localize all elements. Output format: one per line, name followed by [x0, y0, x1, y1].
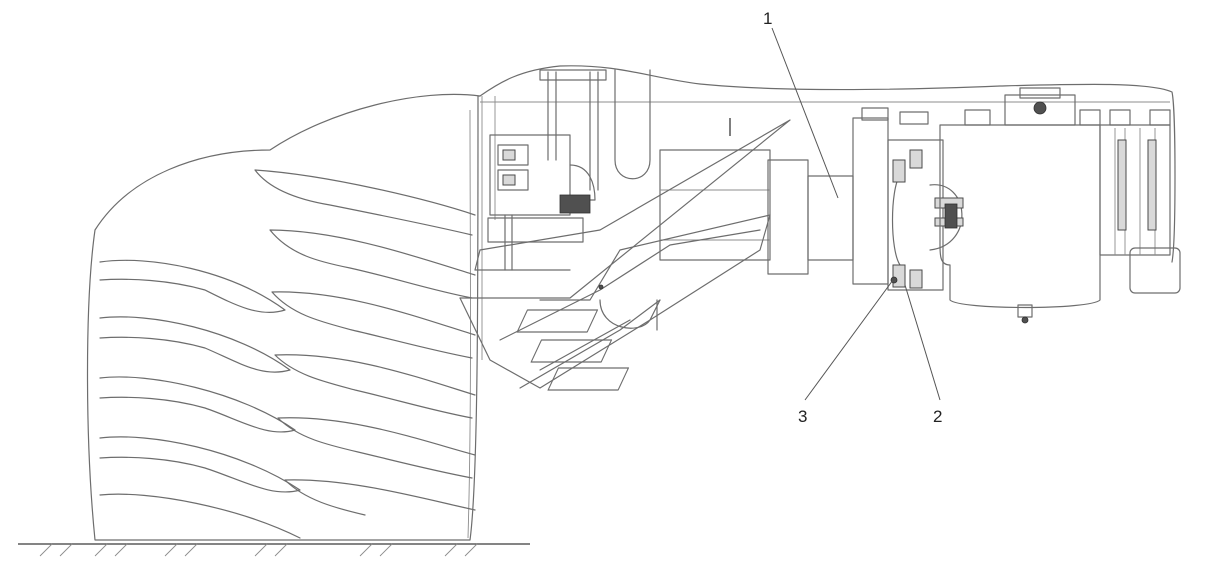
callout-1: 1 — [763, 9, 772, 28]
drive-coupling — [767, 107, 964, 291]
callout-2: 2 — [933, 407, 942, 426]
callout-3: 3 — [798, 407, 807, 426]
leader-lines — [771, 27, 941, 401]
control-block — [487, 69, 771, 271]
body-panels — [459, 119, 791, 391]
tire — [86, 93, 481, 541]
frame-outline — [479, 65, 1176, 360]
ground — [18, 543, 530, 557]
gearbox-housing — [939, 87, 1181, 324]
